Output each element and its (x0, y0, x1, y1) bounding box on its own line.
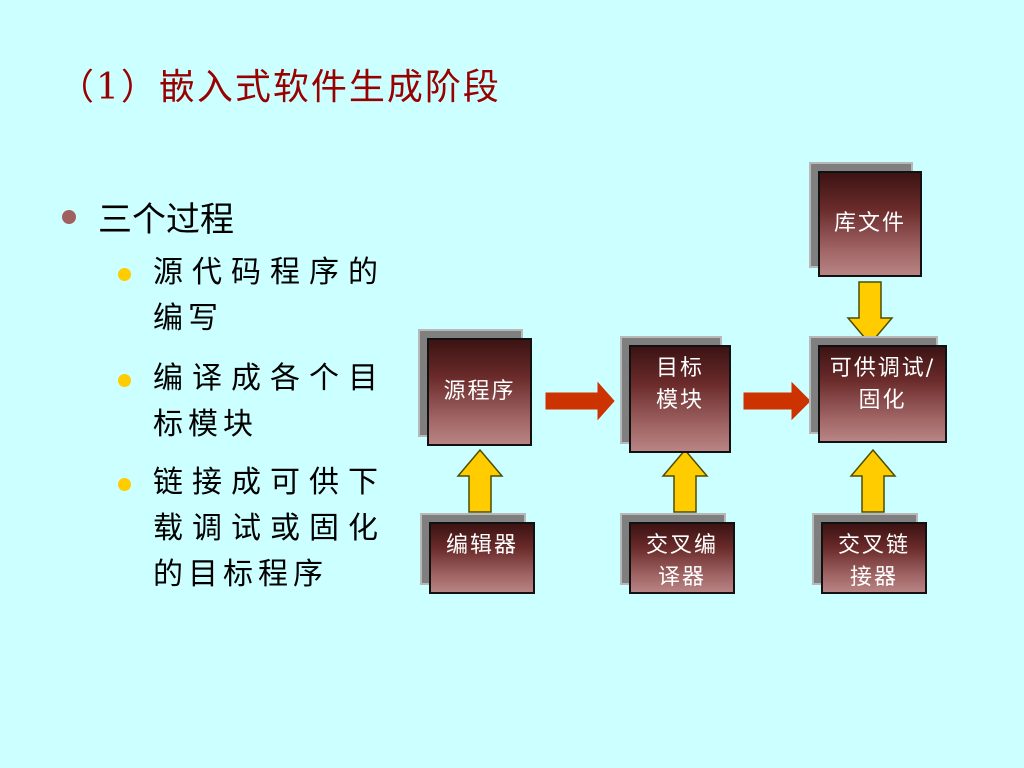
bullet-main-label: 三个过程 (98, 200, 234, 240)
library-box: 库文件 (809, 162, 922, 277)
bullet-dot-icon (118, 374, 131, 387)
bullet-dot-icon (118, 478, 131, 491)
source-label: 源程序 (427, 338, 532, 446)
page-title: （1）嵌入式软件生成阶段 (58, 67, 501, 108)
compiler-label: 交叉编译器 (629, 522, 735, 594)
object-label: 目标模块 (629, 345, 731, 453)
debug-box: 可供调试/固化 (809, 336, 947, 443)
object-box: 目标模块 (620, 336, 731, 453)
sub-bullet-label: 源代码程序的编写 (153, 255, 383, 336)
compiler-box: 交叉编译器 (620, 513, 735, 594)
source-box: 源程序 (418, 329, 532, 446)
editor-label: 编辑器 (429, 522, 535, 594)
bullet-main: 三个过程 (62, 192, 234, 241)
debug-label: 可供调试/固化 (818, 345, 947, 443)
sub-bullet-label: 链接成可供下载调试或固化的目标程序 (153, 465, 383, 592)
linker-label: 交叉链接器 (821, 522, 927, 594)
up-arrow-icon (661, 448, 709, 513)
up-arrow-icon (849, 448, 897, 513)
right-arrow-icon (743, 381, 811, 421)
linker-box: 交叉链接器 (812, 513, 927, 594)
library-label: 库文件 (818, 171, 922, 277)
down-arrow-icon (846, 281, 894, 346)
bullet-dot-icon (118, 268, 131, 281)
editor-box: 编辑器 (420, 513, 535, 594)
sub-bullet-label: 编译成各个目标模块 (153, 361, 383, 442)
up-arrow-icon (456, 448, 504, 513)
bullet-dot-icon (62, 209, 76, 224)
right-arrow-icon (545, 381, 615, 421)
